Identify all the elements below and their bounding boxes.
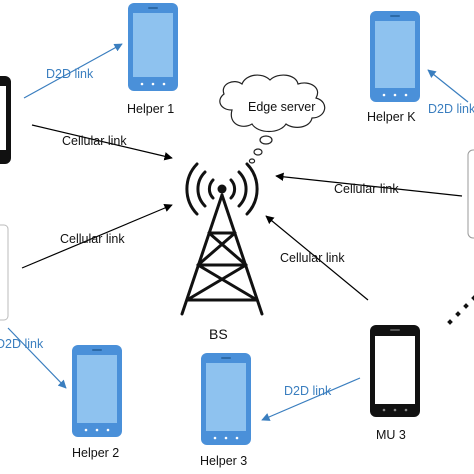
helper-3-label: Helper 3 [200, 454, 247, 468]
ellipsis-dots [447, 295, 474, 325]
helper-2-phone-icon [72, 345, 122, 437]
cellular-link-arrow-left-mid [21, 204, 173, 269]
helper-1-phone-icon [128, 3, 178, 91]
bs-label: BS [209, 326, 228, 342]
helper-2-label: Helper 2 [72, 446, 119, 460]
cellular-link-label-left-mid: Cellular link [60, 232, 125, 246]
d2d-link-arrow-helper1 [23, 43, 123, 99]
mu-right-phone-icon [467, 149, 474, 239]
d2d-link-label-helper2: D2D link [0, 337, 44, 351]
helper-3-phone-icon [201, 353, 251, 445]
d2d-link-arrow-helperk [427, 69, 469, 103]
mu-3-label: MU 3 [376, 428, 406, 442]
bs-antenna-tower-icon [180, 162, 264, 316]
mu-left-phone-icon [0, 76, 11, 164]
cellular-link-label-right-mid: Cellular link [280, 251, 345, 265]
edge-server-label: Edge server [248, 100, 315, 114]
cellular-link-arrow-right-mid [265, 215, 369, 301]
helper-k-phone-icon [370, 11, 420, 102]
cellular-link-label-right-top: Cellular link [334, 182, 399, 196]
cellular-link-arrow-left-top [31, 124, 173, 161]
cellular-link-arrow-right-top [275, 172, 463, 197]
d2d-link-label-helperk: D2D link [428, 102, 474, 116]
edge-server-cloud-icon [219, 74, 326, 164]
helper-k-label: Helper K [367, 110, 416, 124]
d2d-link-label-helper1: D2D link [46, 67, 94, 81]
helper-1-label: Helper 1 [127, 102, 174, 116]
d2d-link-arrow-helper3 [261, 377, 361, 421]
d2d-link-arrow-helper2 [7, 327, 67, 389]
d2d-link-label-helper3: D2D link [284, 384, 332, 398]
mu-3-phone-icon [370, 325, 420, 417]
mu-left-2-phone-icon [0, 224, 9, 321]
cellular-link-label-left-top: Cellular link [62, 134, 127, 148]
